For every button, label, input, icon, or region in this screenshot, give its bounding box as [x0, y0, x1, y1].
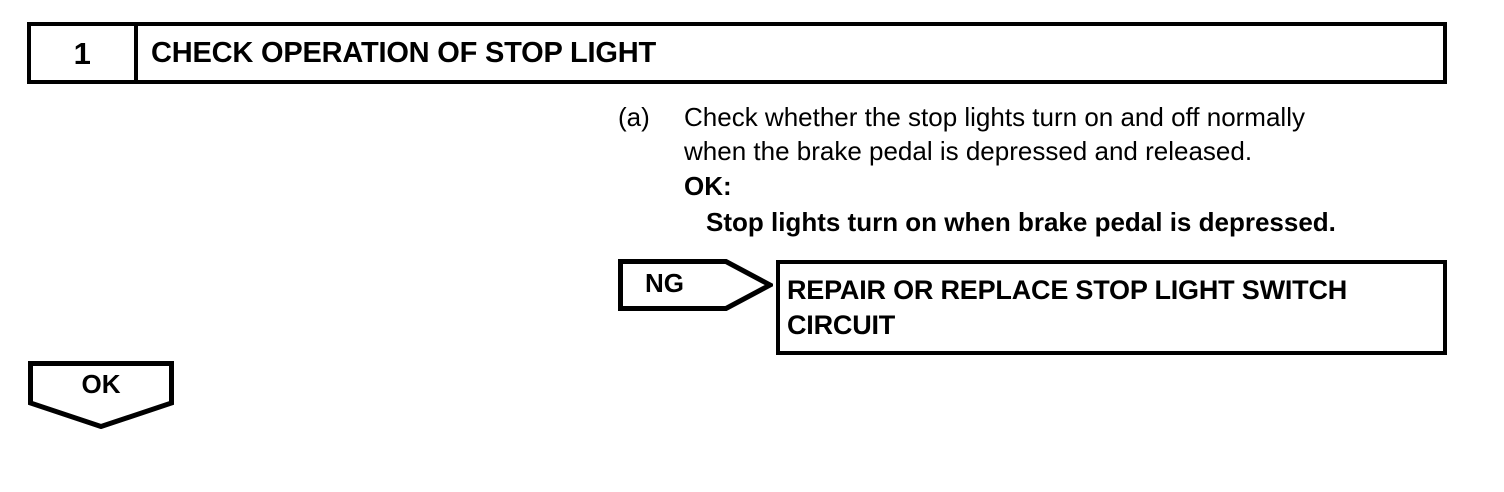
step-title: CHECK OPERATION OF STOP LIGHT: [151, 36, 656, 69]
step-number-cell: 1: [31, 26, 138, 80]
ok-branch-arrow: OK: [28, 361, 174, 429]
procedure-marker: (a): [618, 102, 650, 132]
step-number: 1: [73, 35, 92, 71]
ng-branch-arrow: NG: [618, 259, 773, 311]
ng-arrow-shape: [618, 259, 773, 311]
procedure-line-2: when the brake pedal is depressed and re…: [684, 136, 1253, 166]
ng-result-line-1: REPAIR OR REPLACE STOP LIGHT SWITCH: [787, 275, 1348, 305]
procedure-line-1: Check whether the stop lights turn on an…: [684, 102, 1305, 132]
ok-arrow-shape: [28, 361, 174, 429]
procedure-ok-value: Stop lights turn on when brake pedal is …: [706, 207, 1336, 237]
procedure-item-a: (a) Check whether the stop lights turn o…: [618, 100, 1458, 240]
ng-branch-label: NG: [645, 268, 684, 298]
ng-result-line-2: CIRCUIT: [787, 310, 896, 340]
ng-result-box: REPAIR OR REPLACE STOP LIGHT SWITCH CIRC…: [776, 260, 1447, 355]
step-header-box: 1 CHECK OPERATION OF STOP LIGHT: [27, 22, 1447, 84]
procedure-ok-label: OK:: [684, 171, 732, 201]
step-title-cell: CHECK OPERATION OF STOP LIGHT: [138, 26, 1443, 80]
ok-branch-label: OK: [81, 369, 121, 399]
procedure-block: (a) Check whether the stop lights turn o…: [618, 100, 1458, 240]
procedure-body: Check whether the stop lights turn on an…: [684, 100, 1458, 240]
